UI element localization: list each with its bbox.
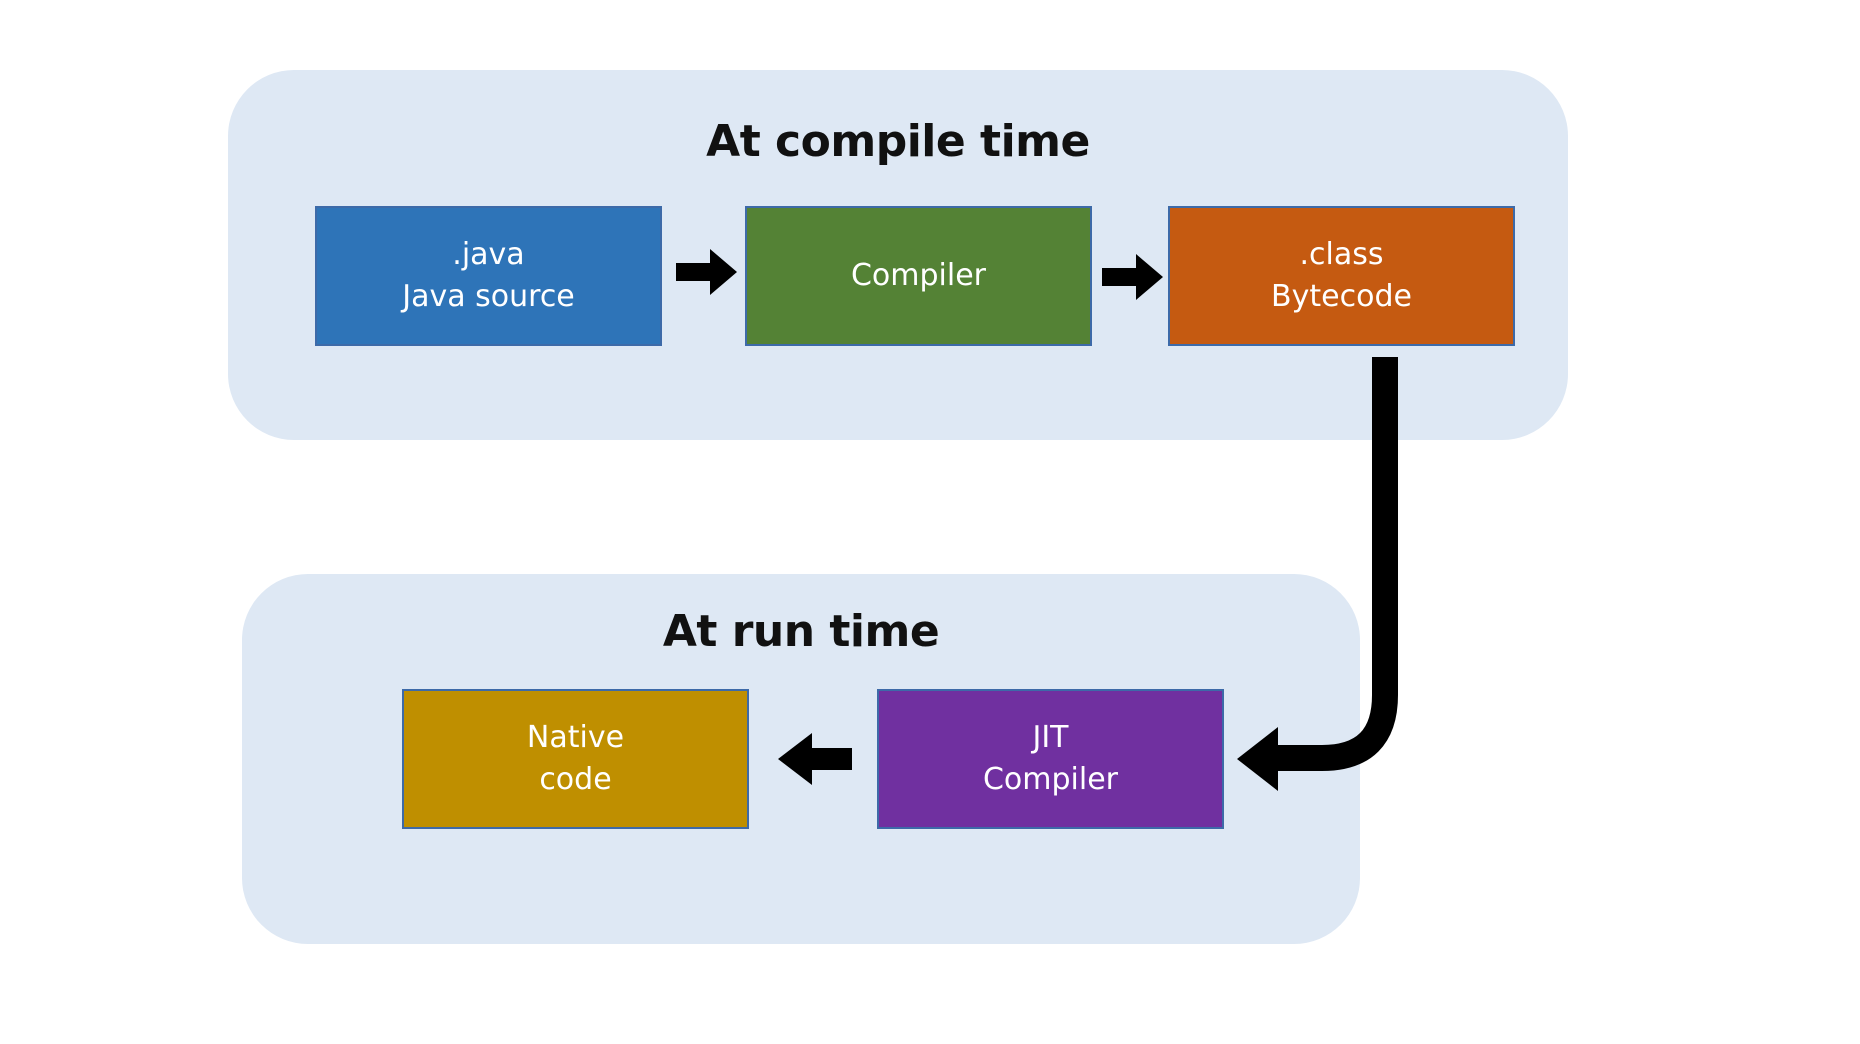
run-time-title: At run time [662,606,940,657]
native-code-line1: Native [526,720,625,755]
jit-compiler-box: JIT Compiler [877,689,1224,829]
native-code-box: Native code [402,689,749,829]
java-source-extension: .java [452,237,525,272]
jit-compiler-label: Compiler [982,762,1119,797]
java-source-label: Java source [402,279,575,314]
java-source-box: .java Java source [315,206,662,346]
jit-label: JIT [1032,720,1069,755]
native-code-line2: code [539,762,612,797]
compile-time-title: At compile time [706,116,1090,167]
bytecode-box: .class Bytecode [1168,206,1515,346]
bytecode-extension: .class [1299,237,1384,272]
compiler-box: Compiler [745,206,1092,346]
bytecode-label: Bytecode [1271,279,1412,314]
compiler-label: Compiler [850,258,987,293]
